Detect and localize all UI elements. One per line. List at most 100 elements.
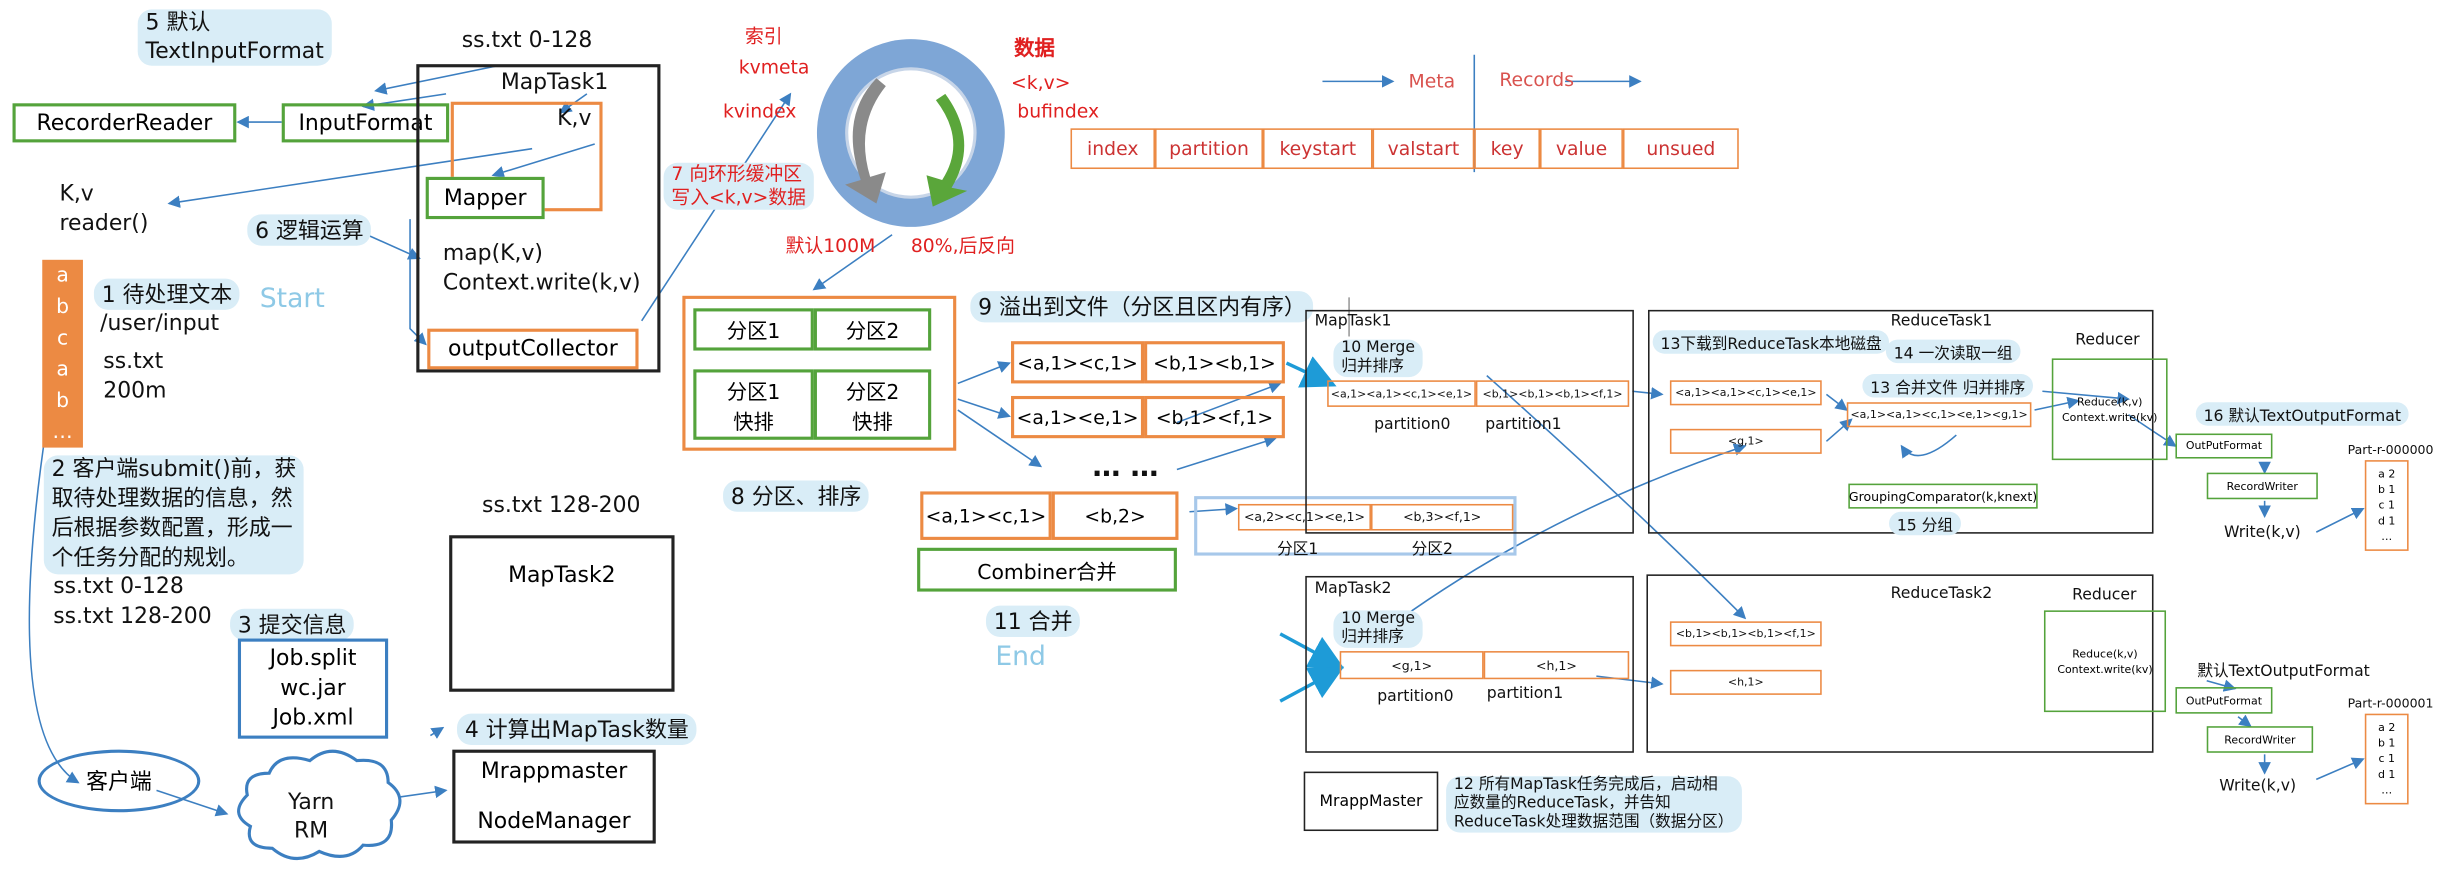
mt2-partition0-label: partition0 bbox=[1377, 688, 1454, 706]
step7-label: 7 向环形缓冲区写入<k,v>数据 bbox=[663, 162, 814, 210]
kvmeta-label: kvmeta bbox=[738, 56, 810, 79]
step16-label: 16 默认TextOutputFormat bbox=[2195, 402, 2409, 426]
spill-row2-left: <a,1><e,1> bbox=[1011, 395, 1145, 439]
job-files-box: Job.split wc.jar Job.xml bbox=[237, 638, 389, 739]
input-path: /user/input bbox=[100, 311, 220, 337]
start-label: Start bbox=[259, 283, 325, 315]
partition1-box: 分区1 bbox=[693, 308, 814, 351]
combined-output-frame bbox=[1194, 496, 1517, 556]
job-xml: Job.xml bbox=[272, 705, 354, 731]
out2-write: Write(k,v) bbox=[2219, 777, 2297, 796]
mt2-partition1-label: partition1 bbox=[1486, 685, 1564, 703]
meta-cell-index: index bbox=[1070, 128, 1156, 170]
ring-index-label: 索引 bbox=[744, 25, 783, 47]
reducetask2-block bbox=[1646, 574, 2154, 753]
rt2-reducer-label: Reducer bbox=[2072, 586, 2137, 605]
partition-sort-block bbox=[682, 295, 957, 451]
combined-right: <b,3><f,1> bbox=[1370, 503, 1514, 531]
file-content-strip: a b c a b … bbox=[42, 259, 83, 448]
kvindex-label: kvindex bbox=[723, 100, 797, 123]
map-function-text: map(K,v)Context.write(k,v) bbox=[442, 241, 641, 296]
file-char: c bbox=[57, 326, 69, 350]
file-char: b bbox=[56, 388, 70, 413]
step6-label: 6 逻辑运算 bbox=[247, 214, 372, 246]
rt1-input2: <g,1> bbox=[1669, 428, 1822, 454]
mrappmaster-box: MrappMaster bbox=[1303, 771, 1439, 832]
rt2-input2: <h,1> bbox=[1669, 669, 1822, 695]
file-char: b bbox=[56, 295, 70, 319]
out1-part-name: Part-r-000000 bbox=[2347, 442, 2434, 457]
rt1-reducer-label: Reducer bbox=[2075, 331, 2140, 350]
rt1-step13-merge: 13 合并文件 归并排序 bbox=[1862, 374, 2034, 398]
mt1-partition1-label: partition1 bbox=[1485, 416, 1562, 434]
step8-label: 8 分区、排序 bbox=[723, 480, 870, 512]
partition2-box: 分区2 bbox=[813, 308, 932, 351]
meta-label: Meta bbox=[1408, 70, 1456, 93]
out1-recordwriter-box: RecordWriter bbox=[2206, 472, 2318, 500]
recorder-reader-box: RecorderReader bbox=[12, 103, 237, 143]
split2-text: ss.txt 128-200 bbox=[53, 604, 212, 630]
output-collector-box: outputCollector bbox=[427, 328, 639, 370]
client-node: 客户端 bbox=[37, 749, 201, 813]
rt2-title: ReduceTask2 bbox=[1890, 585, 1993, 603]
mt2-partition1-data: <h,1> bbox=[1483, 651, 1630, 680]
combiner-label-box: Combiner合并 bbox=[917, 547, 1177, 592]
rt2-input1: <b,1><b,1><b,1><f,1> bbox=[1669, 621, 1822, 647]
meta-cell-valstart: valstart bbox=[1372, 128, 1475, 170]
step3-label: 3 提交信息 bbox=[230, 608, 355, 641]
file-char: … bbox=[52, 420, 73, 444]
meta-cell-key: key bbox=[1474, 128, 1541, 170]
combined-left: <a,2><c,1><e,1> bbox=[1237, 503, 1371, 531]
ss-range-2: ss.txt 128-200 bbox=[482, 492, 641, 519]
kv-label: K,v bbox=[557, 106, 592, 132]
out1-write: Write(k,v) bbox=[2223, 524, 2301, 542]
meta-cell-keystart: keystart bbox=[1262, 128, 1373, 170]
file-char: a bbox=[56, 263, 69, 288]
wc-jar: wc.jar bbox=[280, 675, 346, 701]
rt1-input1: <a,1><a,1><c,1><e,1> bbox=[1669, 380, 1822, 406]
step1-label: 1 待处理文本 bbox=[93, 278, 241, 310]
rt1-step15: 15 分组 bbox=[1889, 511, 1961, 536]
ss-range-1: ss.txt 0-128 bbox=[461, 28, 593, 54]
split1-text: ss.txt 0-128 bbox=[53, 574, 184, 600]
mt1-partition0-data: <a,1><a,1><c,1><e,1> bbox=[1327, 380, 1476, 407]
maptask1-title: MapTask1 bbox=[500, 70, 609, 96]
spill-ellipsis: … … bbox=[1092, 450, 1159, 484]
ring-kv-label: <k,v> bbox=[1011, 71, 1071, 94]
job-split: Job.split bbox=[269, 645, 357, 671]
spill-percent-label: 80%,后反向 bbox=[910, 234, 1015, 257]
maptask2-merge-block bbox=[1305, 575, 1634, 753]
mt1-partition1-data: <b,1><b,1><b,1><f,1> bbox=[1475, 380, 1630, 407]
combined-partition2: 分区2 bbox=[1411, 541, 1453, 559]
mt1-partition0-label: partition0 bbox=[1374, 416, 1451, 434]
rt2-reducer-box: Reduce(k,v)Context.write(kv) bbox=[2043, 610, 2167, 713]
input-file: ss.txt bbox=[103, 349, 164, 375]
maptask1-block: MapTask1 bbox=[416, 64, 661, 373]
spill-row1-left: <a,1><c,1> bbox=[1011, 341, 1145, 384]
out2-outputformat-box: OutPutFormat bbox=[2175, 687, 2273, 714]
grouping-comparator-box: GroupingComparator(k,knext) bbox=[1848, 483, 2038, 509]
combiner-left: <a,1><c,1> bbox=[920, 491, 1052, 540]
rt1-step13-download: 13下载到ReduceTask本地磁盘 bbox=[1652, 330, 1890, 354]
meta-cell-value: value bbox=[1540, 128, 1623, 170]
step9-label: 9 溢出到文件（分区且区内有序） bbox=[970, 291, 1314, 323]
records-label: Records bbox=[1499, 68, 1575, 91]
combiner-right: <b,2> bbox=[1051, 491, 1179, 540]
input-size: 200m bbox=[103, 378, 167, 404]
meta-cell-unused: unsued bbox=[1622, 128, 1739, 170]
mapper-box: Mapper bbox=[425, 176, 545, 220]
end-label: End bbox=[995, 641, 1046, 673]
input-format-box: InputFormat bbox=[281, 103, 450, 143]
spill-row2-right: <b,1><f,1> bbox=[1144, 395, 1285, 439]
ring-data-label: 数据 bbox=[1014, 37, 1055, 62]
